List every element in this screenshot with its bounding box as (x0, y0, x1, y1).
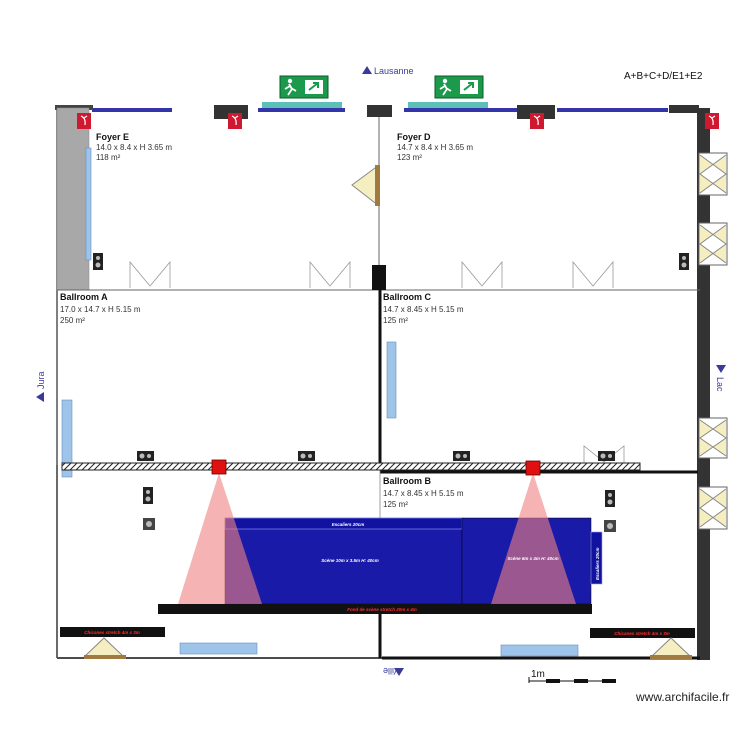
speaker-icon (137, 451, 154, 461)
south-arrow-icon (394, 668, 404, 676)
stage (158, 517, 603, 614)
chicane-left: Chicanes stretch 4m x 3m (60, 627, 165, 637)
speaker-icon (298, 451, 315, 461)
compass-west-label: Jura (36, 371, 46, 389)
chicane-left-label: Chicanes stretch 4m x 3m (84, 630, 140, 635)
compass-east-label: Lac (715, 377, 725, 392)
backdrop-label: Fond de scène stretch 20m x 4m (347, 607, 417, 612)
svg-text:17.0 x 14.7 x H 5.15 m: 17.0 x 14.7 x H 5.15 m (60, 305, 141, 314)
room-label-ballroom-c: Ballroom C 14.7 x 8.45 x H 5.15 m 125 m² (383, 292, 464, 325)
svg-text:Ballroom B: Ballroom B (383, 476, 432, 486)
svg-text:Ballroom C: Ballroom C (383, 292, 432, 302)
speaker-icon (453, 451, 470, 461)
svg-text:14.7 x 8.4 x H 3.65 m: 14.7 x 8.4 x H 3.65 m (397, 143, 473, 152)
speaker-icon (93, 253, 103, 270)
svg-text:125 m²: 125 m² (383, 500, 408, 509)
svg-text:Foyer D: Foyer D (397, 132, 431, 142)
chicane-right-label: Chicanes stretch 4m x 3m (614, 631, 670, 636)
svg-text:1m: 1m (531, 669, 545, 680)
door-foyer (351, 164, 380, 207)
room-label-ballroom-a: Ballroom A 17.0 x 14.7 x H 5.15 m 250 m² (60, 292, 141, 325)
scale-bar: 1m (528, 669, 616, 683)
speaker-icon (604, 520, 616, 532)
spotlight-icon (525, 460, 541, 476)
east-arrow-icon (716, 365, 726, 373)
speaker-icons (93, 253, 689, 532)
spotlight-cones (178, 473, 576, 604)
pillar (367, 105, 392, 117)
fire-extinguisher-icon (77, 113, 91, 129)
fire-extinguisher-icon (705, 113, 719, 129)
chicane-right: Chicanes stretch 4m x 3m (590, 628, 695, 638)
south-doors (82, 637, 693, 659)
folding-doors (129, 260, 625, 465)
emergency-exit-sign-icon (434, 75, 484, 99)
stage-stairs-side-label: Escaliers 20cm (595, 547, 600, 580)
svg-text:125 m²: 125 m² (383, 316, 408, 325)
room-label-foyer-d: Foyer D 14.7 x 8.4 x H 3.65 m 123 m² (397, 132, 473, 162)
compass-north-label: Lausanne (374, 66, 414, 76)
stage-right-label: Scène 6m x 4m H: 40cm (507, 556, 558, 561)
svg-text:Foyer E: Foyer E (96, 132, 129, 142)
pillar (517, 105, 555, 119)
spotlight-icon (211, 459, 227, 475)
stage-left-label: Scène 10m x 3.5m H: 40cm (321, 558, 379, 563)
room-label-ballroom-b: Ballroom B 14.7 x 8.45 x H 5.15 m 125 m² (383, 476, 464, 509)
compass-south-label: Ville (383, 666, 400, 676)
plan-title: A+B+C+D/E1+E2 (624, 71, 703, 82)
west-arrow-icon (36, 392, 44, 402)
fire-extinguisher-icon (530, 113, 544, 129)
speaker-icon (605, 490, 615, 507)
svg-text:14.7 x 8.45 x H 5.15 m: 14.7 x 8.45 x H 5.15 m (383, 305, 464, 314)
display-panels (61, 147, 579, 657)
watermark-text: www.archifacile.fr (635, 690, 729, 704)
stage-stairs-top-label: Escaliers 20cm (332, 522, 365, 527)
speaker-icon (598, 451, 615, 461)
exit-base-right (408, 102, 488, 108)
emergency-exit-sign-icon (279, 75, 329, 99)
room-label-foyer-e: Foyer E 14.0 x 8.4 x H 3.65 m 118 m² (96, 132, 172, 162)
speaker-icon (679, 253, 689, 270)
svg-text:118 m²: 118 m² (96, 153, 121, 162)
svg-text:Ballroom A: Ballroom A (60, 292, 108, 302)
grey-wall-panel (56, 107, 90, 291)
fire-extinguisher-icon (228, 113, 242, 129)
speaker-icon (143, 487, 153, 504)
north-arrow-icon (362, 66, 372, 74)
exit-base-left (262, 102, 342, 108)
lighting-truss (61, 462, 641, 471)
svg-text:250 m²: 250 m² (60, 316, 85, 325)
svg-text:14.7 x 8.45 x H 5.15 m: 14.7 x 8.45 x H 5.15 m (383, 489, 464, 498)
svg-text:123 m²: 123 m² (397, 153, 422, 162)
svg-text:14.0 x 8.4 x H 3.65 m: 14.0 x 8.4 x H 3.65 m (96, 143, 172, 152)
speaker-icon (143, 518, 155, 530)
east-doors (698, 152, 728, 530)
